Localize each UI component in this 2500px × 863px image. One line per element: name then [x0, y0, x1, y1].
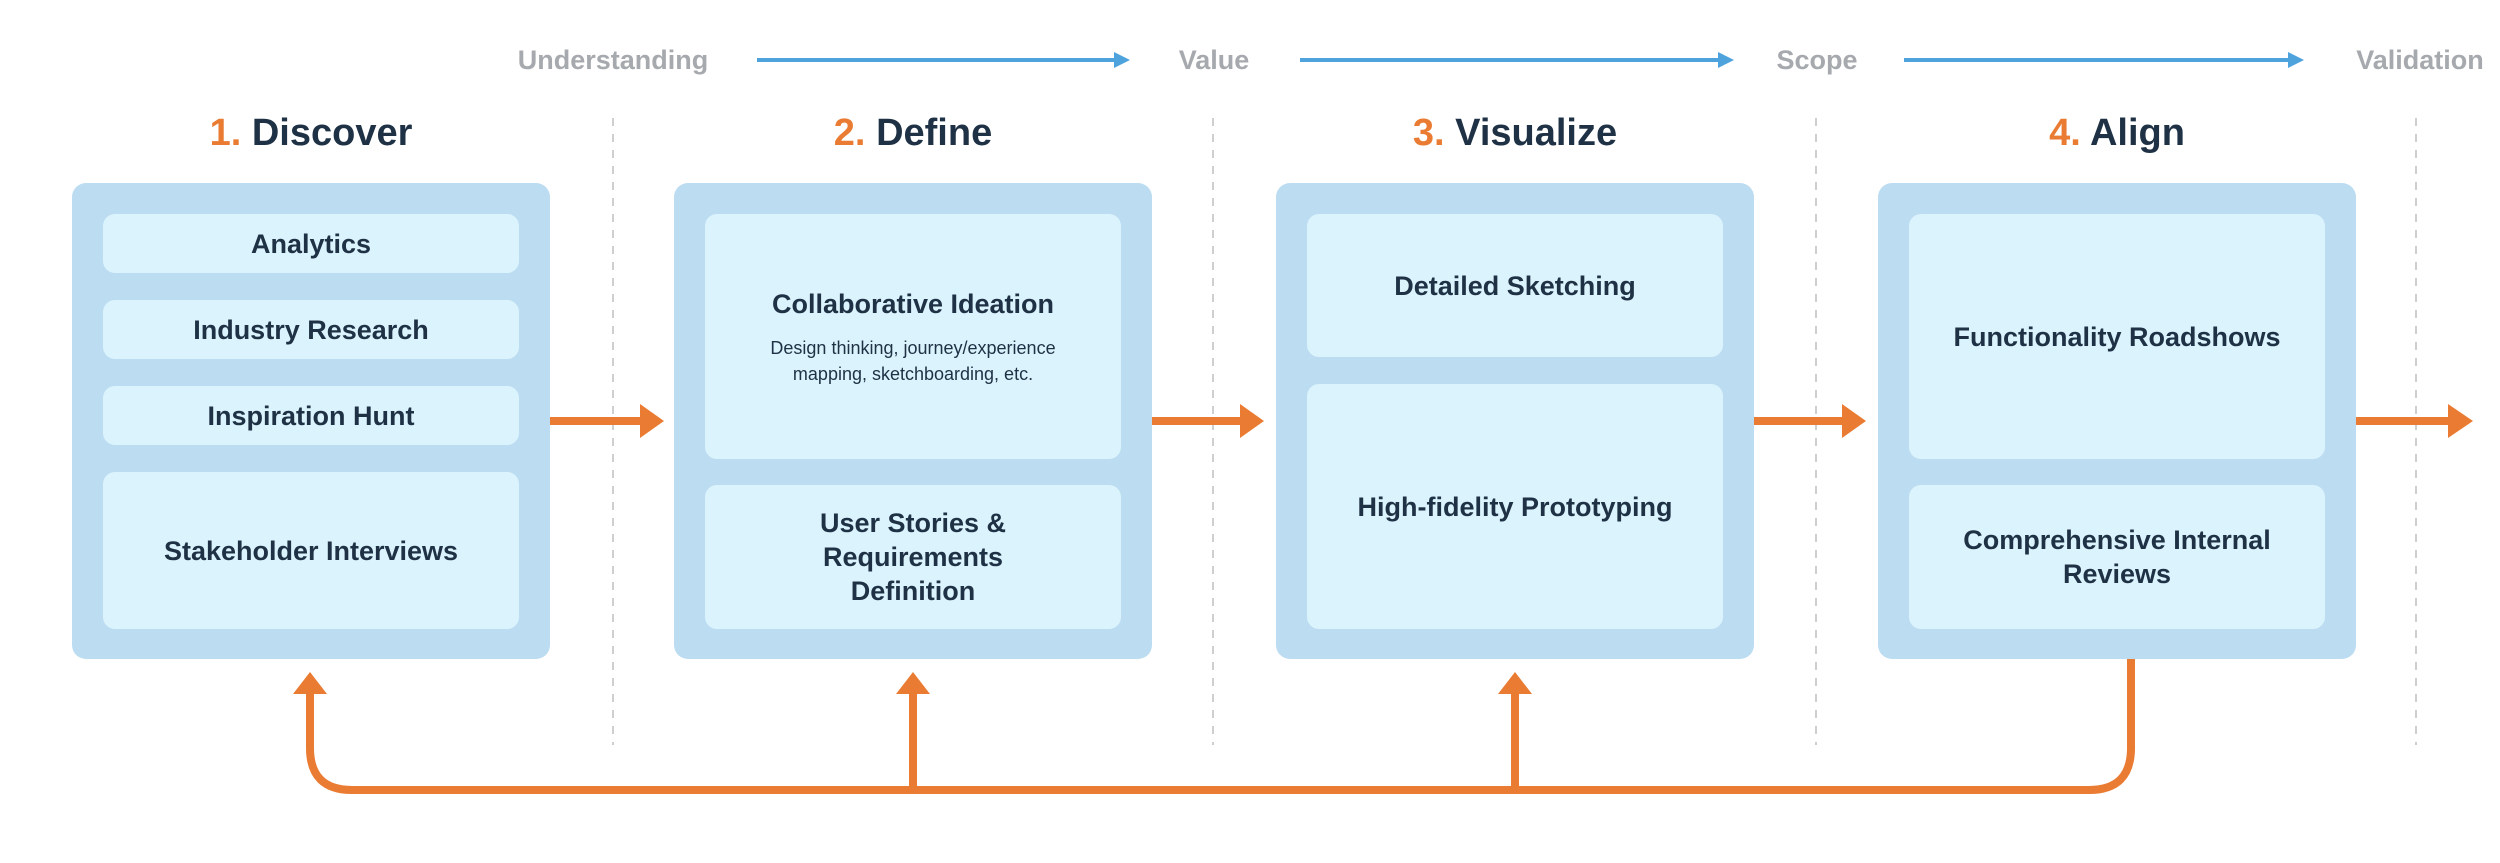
phase-name: Visualize [1455, 112, 1618, 154]
card-collaborative-ideation: Collaborative Ideation Design thinking, … [705, 214, 1121, 459]
phase-number: 4. [2049, 112, 2081, 154]
card-title: Analytics [250, 228, 372, 259]
card-inspiration-hunt: Inspiration Hunt [103, 386, 519, 445]
card-title: Stakeholder Interviews [163, 535, 459, 566]
card-title: Industry Research [193, 314, 429, 345]
card-functionality-roadshows: Functionality Roadshows [1909, 214, 2325, 459]
card-title: Comprehensive Internal Reviews [1963, 525, 2271, 589]
phase-number: 2. [833, 112, 866, 154]
phase-number: 3. [1412, 112, 1445, 154]
flow-arrow-4 [2356, 404, 2473, 438]
flow-arrow-2 [1148, 404, 1264, 438]
visualize-panel: Detailed Sketching High-fidelity Prototy… [1276, 183, 1754, 659]
card-detailed-sketching: Detailed Sketching [1307, 214, 1723, 357]
card-title: Inspiration Hunt [207, 400, 415, 431]
flow-arrow-1 [548, 404, 664, 438]
phase-title-visualize: 3. Visualize [1315, 108, 1715, 158]
card-title: User Stories & Requirements Definition [819, 508, 1007, 606]
define-panel: Collaborative Ideation Design thinking, … [674, 183, 1152, 659]
feedback-loop [293, 659, 2135, 794]
stage-label-scope: Scope [1776, 45, 1858, 75]
phase-name: Align [2089, 112, 2185, 154]
card-industry-research: Industry Research [103, 300, 519, 359]
discover-panel: Analytics Industry Research Inspiration … [72, 183, 550, 659]
stage-label-validation: Validation [2356, 45, 2484, 75]
phase-title-define: 2. Define [713, 108, 1113, 158]
phase-name: Define [876, 112, 993, 154]
phase-name: Discover [251, 112, 413, 154]
phase-title-discover: 1. Discover [111, 108, 511, 158]
card-user-stories: User Stories & Requirements Definition [705, 485, 1121, 629]
card-title: Functionality Roadshows [1953, 321, 2281, 352]
phase-title-align: 4. Align [1917, 108, 2317, 158]
flow-arrow-3 [1750, 404, 1866, 438]
card-comprehensive-internal-reviews: Comprehensive Internal Reviews [1909, 485, 2325, 629]
stage-label-understanding: Understanding [517, 45, 709, 75]
phase-number: 1. [209, 112, 242, 154]
card-title: High-fidelity Prototyping [1357, 491, 1673, 522]
card-high-fidelity-prototyping: High-fidelity Prototyping [1307, 384, 1723, 629]
align-panel: Functionality Roadshows Comprehensive In… [1878, 183, 2356, 659]
card-subtitle: Design thinking, journey/experience mapp… [770, 337, 1056, 384]
card-stakeholder-interviews: Stakeholder Interviews [103, 472, 519, 629]
card-analytics: Analytics [103, 214, 519, 273]
card-title: Collaborative Ideation [771, 288, 1055, 319]
stage-label-value: Value [1178, 45, 1250, 75]
card-title: Detailed Sketching [1394, 270, 1636, 301]
